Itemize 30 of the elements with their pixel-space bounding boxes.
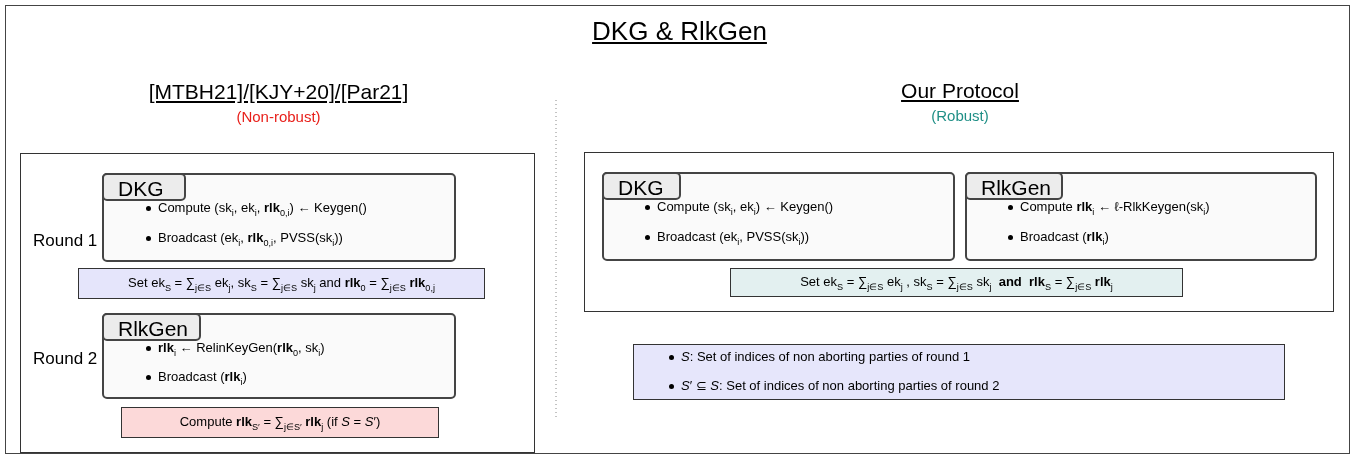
step-block xyxy=(965,172,1317,261)
panel-subheading: (Robust) xyxy=(930,107,990,124)
bullet-item: Compute (sk$_{i}$, ek$_{i}$) ← Keygen() xyxy=(657,199,834,217)
bullet-item: S: Set of indices of non aborting parties of round 1 xyxy=(681,349,971,364)
panel-heading: Our Protocol xyxy=(900,79,1020,103)
block-tab: RlkGen xyxy=(965,172,1063,200)
block-tab: RlkGen xyxy=(102,313,201,341)
definition-box xyxy=(633,344,1285,400)
bullet-item: Compute rlk$_{i}$ ← ℓ-RlkKeygen(sk$_{i}$) xyxy=(1020,199,1210,217)
step-block xyxy=(602,172,955,261)
bullet-item: Broadcast (rlk$_{i}$) xyxy=(1020,229,1109,247)
bullet-item: rlk$_{i}$ ← RelinKeyGen(rlk$_{0}$, sk$_{i}$) xyxy=(158,340,325,358)
formula-box xyxy=(121,407,439,438)
diagram-title: DKG & RlkGen xyxy=(592,16,767,46)
bullet-item: Broadcast (ek$_{i}$, PVSS(sk$_{i}$)) xyxy=(657,229,810,247)
bullet-item: Compute (sk$_{i}$, ek$_{i}$, rlk$_{0,i}$) ← Keygen() xyxy=(158,200,367,218)
bullet-item: Broadcast (rlk$_{i}$) xyxy=(158,369,247,387)
formula-text: Set ek$_{S}$ = ∑$_{j∈S}$ ek$_{j}$, sk$_{S}$ = ∑$_{j∈S}$ sk$_{j}$ and rlk$_{0}$ = ∑$_{j∈S}$ rlk$_{0,j}$ xyxy=(128,274,435,293)
panel-heading: [MTBH21]/[KJY+20]/[Par21] xyxy=(147,80,410,104)
formula-box xyxy=(730,268,1183,297)
round-label: Round 2 xyxy=(33,349,98,369)
formula-text: Set ek$_{S}$ = ∑$_{j∈S}$ ek$_{j}$ , sk$_{S}$ = ∑$_{j∈S}$ sk$_{j}$ and rlk$_{S}$ = ∑$_{j∈S}$ rlk$_{j}$ xyxy=(800,273,1113,292)
block-tab: DKG xyxy=(602,172,681,200)
bullet-item: Broadcast (ek$_{i}$, rlk$_{0,i}$, PVSS(sk$_{i}$)) xyxy=(158,230,343,248)
formula-text: Compute rlk$_{S′}$ = ∑$_{j∈S′}$ rlk$_{j}$ (if S = S′) xyxy=(179,413,381,432)
panel-subheading: (Non-robust) xyxy=(235,108,322,125)
formula-box xyxy=(78,268,485,299)
block-tab: DKG xyxy=(102,173,186,201)
bullet-item: S′ ⊆ S: Set of indices of non aborting parties of round 2 xyxy=(681,378,1000,393)
round-label: Round 1 xyxy=(33,231,98,251)
